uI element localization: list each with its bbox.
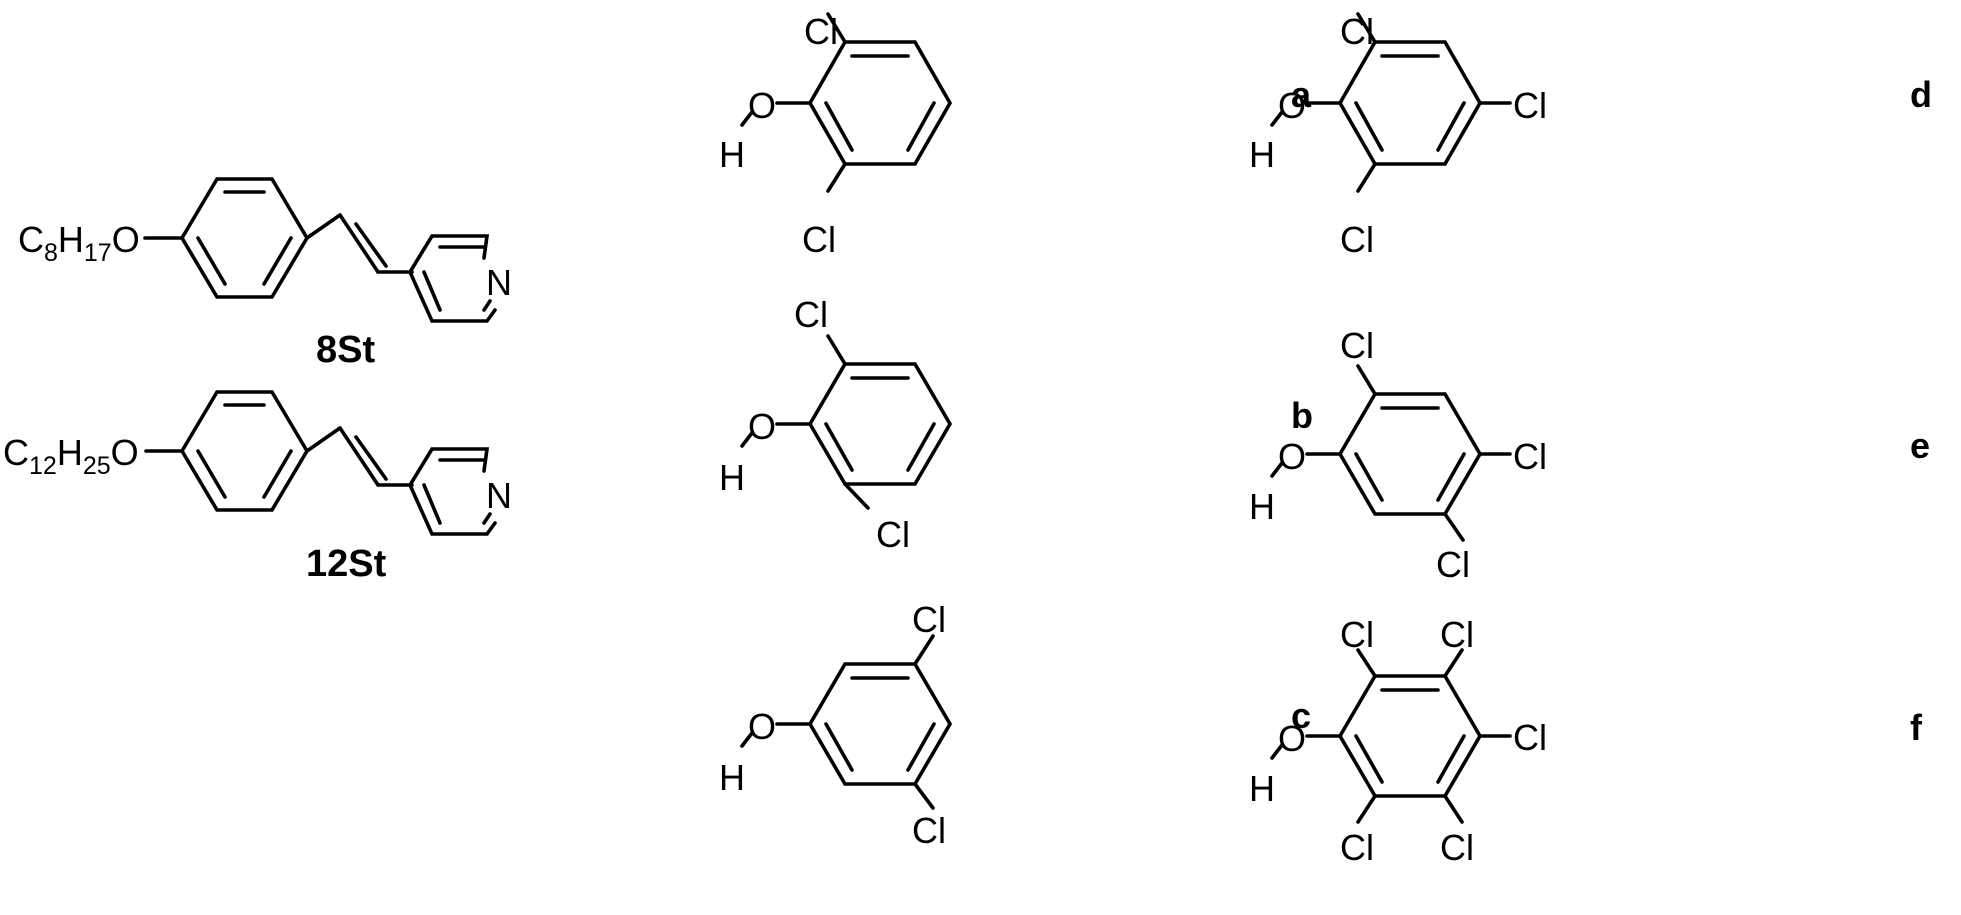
cl-label: Cl bbox=[912, 599, 946, 640]
svg-text:C12H25O: C12H25O bbox=[3, 432, 139, 480]
subscript-c: 8 bbox=[44, 239, 58, 267]
benzene-ring bbox=[179, 177, 310, 299]
cl-label: Cl bbox=[876, 514, 910, 555]
atom-o: O bbox=[1278, 436, 1306, 477]
pyridine-ring bbox=[407, 447, 497, 536]
cl-label: Cl bbox=[794, 294, 828, 335]
atom-c: C bbox=[3, 432, 29, 473]
atom-h: H bbox=[719, 457, 745, 498]
compound-letter-b: b bbox=[1291, 395, 1313, 436]
subscript-h: 25 bbox=[83, 452, 111, 480]
atom-h: H bbox=[719, 134, 745, 175]
vinyl-bridge bbox=[305, 426, 414, 487]
compound-label-8st: 8St bbox=[316, 329, 375, 371]
atom-h: H bbox=[1249, 768, 1275, 809]
compound-letter-f: f bbox=[1910, 707, 1923, 748]
atom-o: O bbox=[111, 432, 139, 473]
atom-h: H bbox=[57, 432, 83, 473]
subscript-c: 12 bbox=[29, 452, 57, 480]
cl-label: Cl bbox=[1513, 436, 1547, 477]
phenol-b: Cl Cl O H b bbox=[719, 294, 1313, 555]
atom-h: H bbox=[1249, 486, 1275, 527]
phenol-d: Cl Cl Cl O H d bbox=[1249, 11, 1932, 260]
cl-label: Cl bbox=[1340, 325, 1374, 366]
atom-o: O bbox=[748, 85, 776, 126]
compound-letter-d: d bbox=[1910, 74, 1932, 115]
structure-8st: C8H17O N 8St bbox=[18, 177, 512, 371]
cl-label: Cl bbox=[1340, 827, 1374, 868]
phenol-e: Cl Cl Cl O H e bbox=[1249, 325, 1930, 585]
vinyl-bridge bbox=[305, 213, 414, 274]
atom-n: N bbox=[486, 475, 512, 516]
benzene-ring bbox=[179, 390, 310, 512]
cl-label: Cl bbox=[1513, 717, 1547, 758]
cl-label: Cl bbox=[1436, 544, 1470, 585]
atom-o: O bbox=[748, 406, 776, 447]
phenol-c: Cl Cl O H c bbox=[719, 599, 1311, 851]
cl-label: Cl bbox=[1340, 614, 1374, 655]
compound-letter-c: c bbox=[1291, 695, 1311, 736]
atom-h: H bbox=[1249, 134, 1275, 175]
atom-o: O bbox=[748, 706, 776, 747]
svg-text:C8H17O: C8H17O bbox=[18, 219, 140, 267]
cl-label: Cl bbox=[1340, 11, 1374, 52]
cl-label: Cl bbox=[1340, 219, 1374, 260]
cl-label: Cl bbox=[1440, 614, 1474, 655]
atom-o: O bbox=[112, 219, 140, 260]
structure-12st: C12H25O N 12St bbox=[3, 390, 512, 585]
phenol-f: Cl Cl Cl Cl Cl O H f bbox=[1249, 614, 1923, 868]
atom-c: C bbox=[18, 219, 44, 260]
cl-label: Cl bbox=[802, 219, 836, 260]
atom-o: O bbox=[1278, 85, 1306, 126]
cl-label: Cl bbox=[1513, 85, 1547, 126]
compound-letter-e: e bbox=[1910, 425, 1930, 466]
atom-h: H bbox=[719, 757, 745, 798]
cl-label: Cl bbox=[1440, 827, 1474, 868]
pyridine-ring bbox=[407, 234, 497, 323]
compound-label-12st: 12St bbox=[306, 543, 387, 585]
phenol-a: Cl Cl O H a bbox=[719, 11, 1312, 260]
subscript-h: 17 bbox=[84, 239, 112, 267]
cl-label: Cl bbox=[804, 11, 838, 52]
cl-label: Cl bbox=[912, 810, 946, 851]
atom-n: N bbox=[486, 262, 512, 303]
atom-h: H bbox=[58, 219, 84, 260]
atom-o: O bbox=[1278, 718, 1306, 759]
